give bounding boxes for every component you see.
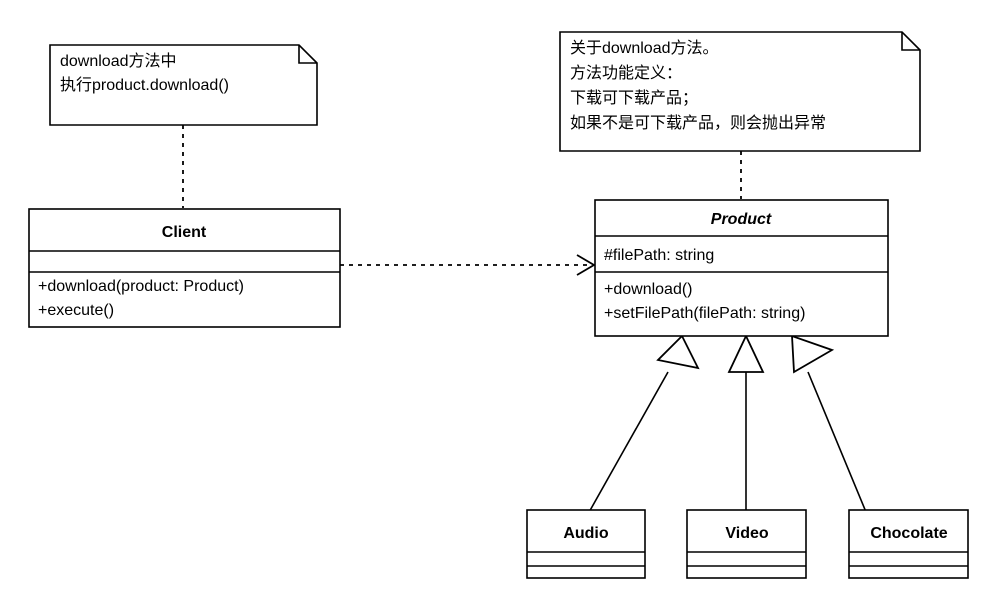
generalization-line-chocolate (807, 371, 867, 513)
class-product-title: Product (711, 211, 772, 228)
class-box-product[interactable] (594, 199, 889, 337)
class-client-title: Client (162, 224, 207, 241)
class-box-chocolate[interactable] (848, 509, 969, 579)
note-product-line-2: 方法功能定义： (570, 64, 682, 82)
note-client-line-2: 执行product.download() (60, 76, 229, 94)
class-box-video[interactable] (686, 509, 807, 579)
class-chocolate-title: Chocolate (870, 525, 947, 542)
class-product-attribute-1: #filePath: string (604, 247, 714, 264)
class-client-method-2: +execute() (38, 302, 114, 319)
generalization-line-audio (587, 371, 669, 515)
note-product-fold-icon (901, 32, 920, 51)
class-video-title: Video (725, 525, 769, 542)
class-client-method-1: +download(product: Product) (38, 278, 244, 295)
class-audio-title: Audio (563, 525, 609, 542)
generalization-triangle-video-icon (727, 333, 765, 373)
note-client-body (49, 44, 318, 126)
note-product-line-3: 下载可下载产品； (570, 89, 698, 107)
note-product-body (559, 31, 921, 152)
note-product-line-4: 如果不是可下载产品，则会抛出异常 (570, 114, 826, 132)
class-box-audio[interactable] (526, 509, 646, 579)
class-box-client[interactable] (28, 208, 341, 328)
dependency-arrowhead-icon (576, 254, 596, 276)
note-client-fold-icon (298, 45, 317, 64)
class-product-method-1: +download() (604, 281, 693, 298)
generalization-triangle-audio-icon (656, 334, 700, 370)
class-product-method-2: +setFilePath(filePath: string) (604, 305, 805, 322)
note-product-line-1: 关于download方法。 (570, 39, 719, 57)
generalization-triangle-chocolate-icon (791, 334, 835, 374)
note-client-line-1: download方法中 (60, 52, 177, 70)
